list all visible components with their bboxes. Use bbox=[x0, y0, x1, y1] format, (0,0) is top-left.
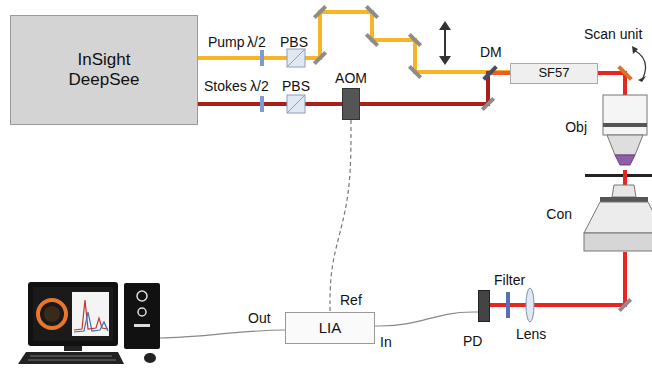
mirror bbox=[481, 97, 495, 111]
node-label: InSight DeepSee bbox=[56, 50, 152, 89]
monitor-frame bbox=[28, 282, 118, 346]
node-label: PD bbox=[463, 333, 482, 349]
delay-arrowheads bbox=[439, 21, 451, 65]
mirror bbox=[313, 5, 327, 19]
image-ring bbox=[38, 300, 66, 328]
aom-box: AOM bbox=[342, 88, 360, 120]
keyboard bbox=[18, 352, 124, 364]
node-label: Con bbox=[546, 206, 572, 222]
stokes-beam bbox=[198, 102, 342, 106]
optic-label: PBS bbox=[282, 78, 310, 94]
objective-tip bbox=[615, 155, 635, 165]
mirror bbox=[313, 51, 327, 65]
condenser-base bbox=[584, 233, 652, 251]
pbs-cube bbox=[287, 95, 305, 113]
reference-cable bbox=[330, 120, 351, 312]
half-wave-plate bbox=[260, 50, 264, 66]
pbs-diagonal bbox=[287, 95, 305, 113]
tower-button bbox=[138, 308, 146, 316]
node-label: Obj bbox=[565, 119, 587, 135]
node-label: SF57 bbox=[538, 66, 569, 81]
pbs-diagonal bbox=[287, 49, 305, 67]
focused-beam bbox=[623, 170, 627, 185]
combined-beam bbox=[598, 73, 625, 95]
objective: Obj bbox=[595, 95, 652, 170]
condenser-top bbox=[612, 185, 636, 197]
mirror bbox=[408, 33, 422, 47]
optic-label: λ/2 bbox=[247, 34, 266, 50]
delay-arrow bbox=[444, 28, 446, 58]
monitor-stand bbox=[64, 346, 82, 351]
lens bbox=[526, 288, 534, 322]
beam-label: Stokes bbox=[204, 78, 247, 94]
glass-rod: SF57 bbox=[510, 63, 598, 84]
image-core bbox=[44, 306, 60, 322]
mouse bbox=[144, 353, 156, 363]
output-cable bbox=[160, 330, 285, 338]
condenser-ring bbox=[600, 197, 648, 202]
signal-name: In bbox=[380, 334, 392, 350]
optic-label: PBS bbox=[280, 34, 308, 50]
node-label: LIA bbox=[319, 319, 342, 336]
optic-label: DM bbox=[480, 44, 502, 60]
filter bbox=[506, 292, 510, 318]
optic-label: Scan unit bbox=[584, 26, 642, 42]
objective-outline bbox=[595, 95, 652, 170]
node-label: AOM bbox=[335, 70, 367, 86]
optic-label: λ/2 bbox=[250, 78, 269, 94]
half-wave-plate bbox=[260, 96, 264, 112]
photodiode: PD bbox=[478, 290, 490, 322]
mirror bbox=[365, 33, 379, 47]
objective-nose bbox=[607, 135, 643, 155]
spectrum-blue bbox=[74, 312, 108, 332]
lock-in-box: LIA bbox=[285, 312, 375, 344]
condenser-outline bbox=[580, 185, 652, 252]
monitor-screen bbox=[33, 287, 113, 341]
scan-arrow bbox=[634, 50, 646, 80]
laser-box: InSight DeepSee bbox=[10, 15, 198, 125]
mirror bbox=[408, 65, 422, 79]
sample-slide bbox=[585, 174, 652, 177]
keyboard-keys bbox=[28, 356, 116, 360]
dichroic-mirror bbox=[482, 65, 498, 81]
pump-beam bbox=[198, 12, 510, 72]
objective-barrel bbox=[603, 95, 647, 135]
mirror bbox=[618, 298, 632, 312]
mirror bbox=[365, 5, 379, 19]
tower-slot bbox=[134, 324, 150, 327]
objective-band bbox=[603, 123, 647, 127]
spectrum-panel bbox=[72, 292, 109, 336]
scan-mirror bbox=[617, 65, 633, 81]
scan-arrowheads bbox=[632, 46, 646, 82]
beam-label: Pump bbox=[208, 34, 245, 50]
detected-beam bbox=[490, 252, 625, 305]
signal-name: Ref bbox=[340, 292, 362, 308]
tower-drive bbox=[137, 291, 147, 301]
condenser-body bbox=[584, 202, 652, 233]
signal-name: Out bbox=[248, 310, 271, 326]
pbs-cube bbox=[287, 49, 305, 67]
optic-label: Lens bbox=[516, 326, 546, 342]
signal-cable bbox=[375, 312, 478, 326]
pc-tower bbox=[124, 283, 160, 349]
optic-label: Filter bbox=[494, 272, 525, 288]
condenser: Con bbox=[580, 185, 652, 252]
